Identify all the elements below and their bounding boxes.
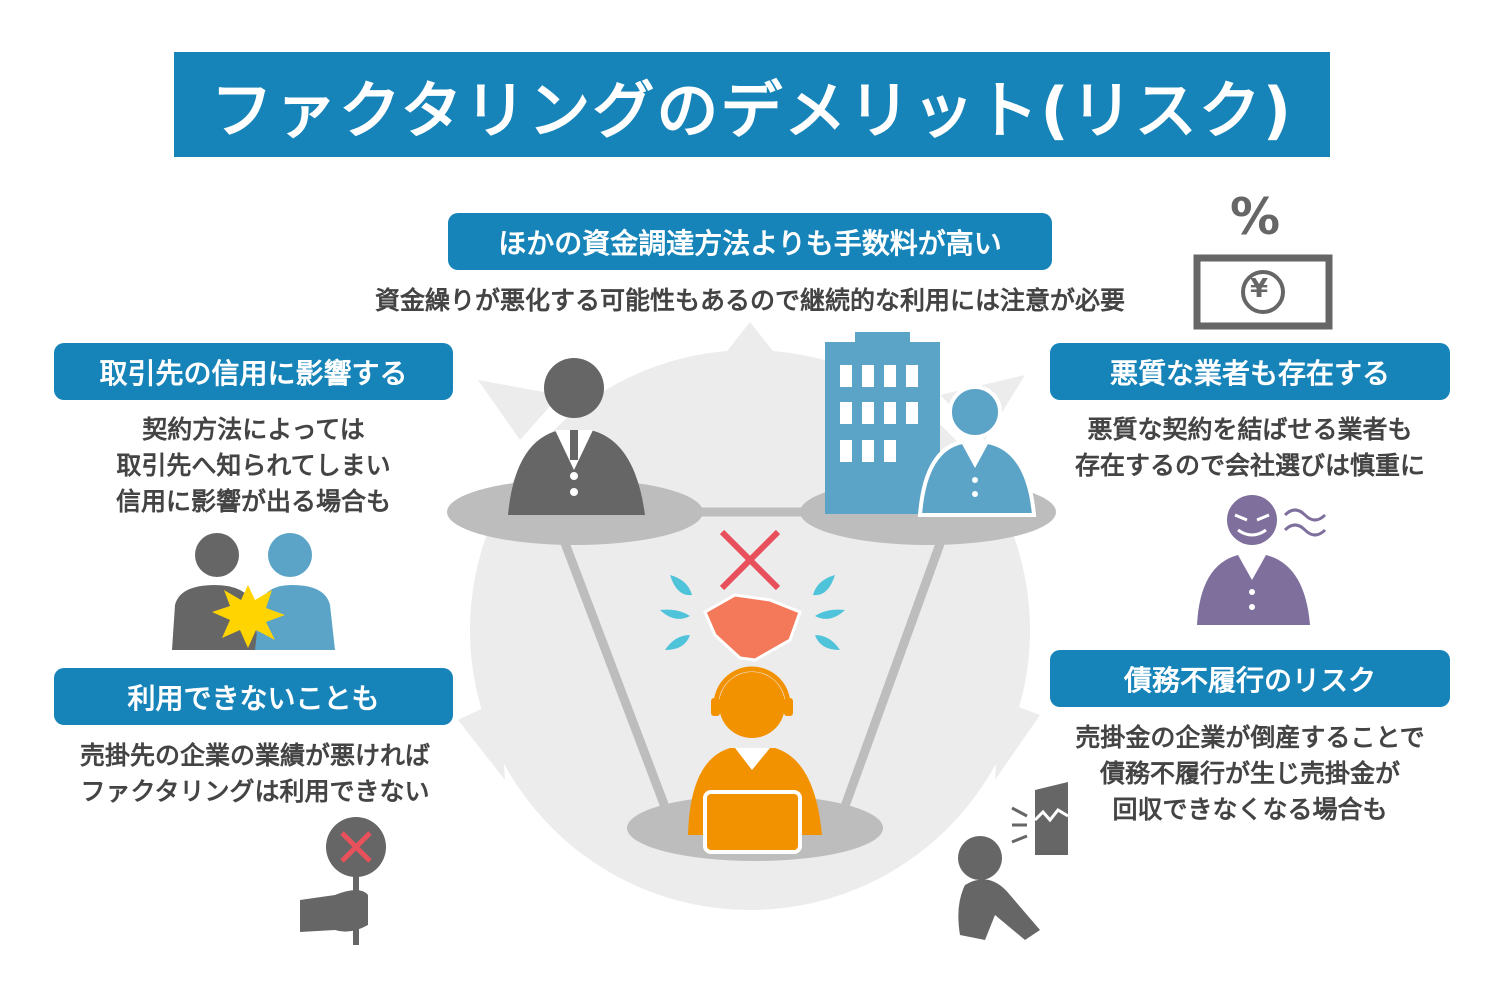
- yen-icon: ¥: [1250, 274, 1269, 304]
- heading-default-risk: 債務不履行のリスク: [1050, 650, 1450, 707]
- handshake-icon: [660, 575, 845, 662]
- operator-icon: [688, 666, 822, 854]
- businessman-icon: [508, 358, 645, 515]
- yen-banknote-icon: [1193, 254, 1333, 330]
- description-high-fees: 資金繰りが悪化する可能性もあるので継続的な利用には注意が必要: [374, 286, 1125, 315]
- page-title: ファクタリングのデメリット(リスク): [174, 52, 1330, 157]
- conflict-people-icon: [172, 533, 335, 650]
- sweat-drops-icon: [660, 575, 845, 650]
- percent-icon: %: [1230, 188, 1281, 246]
- description-unavailable: 売掛先の企業の業績が悪ければ ファクタリングは利用できない: [79, 741, 430, 806]
- company-building-icon: [825, 332, 940, 514]
- shady-dealer-icon: [1197, 495, 1327, 625]
- heading-credit-impact: 取引先の信用に影響する: [54, 343, 453, 400]
- description-credit-impact: 契約方法によっては 取引先へ知られてしまい 信用に影響が出る場合も: [115, 415, 391, 516]
- heading-unavailable: 利用できないことも: [54, 668, 453, 725]
- description-default-risk: 売掛金の企業が倒産することで 債務不履行が生じ売掛金が 回収できなくなる場合も: [1075, 723, 1425, 824]
- heading-high-fees: ほかの資金調達方法よりも手数料が高い: [448, 213, 1052, 270]
- heading-malicious-dealers: 悪質な業者も存在する: [1050, 343, 1450, 400]
- prohibited-sign-icon: [300, 817, 386, 945]
- description-malicious-dealers: 悪質な契約を結ばせる業者も 存在するので会社選びは慎重に: [1074, 415, 1425, 480]
- cross-icon: [719, 529, 781, 591]
- client-person-icon: [917, 385, 1037, 517]
- bankrupt-person-icon: [958, 782, 1069, 940]
